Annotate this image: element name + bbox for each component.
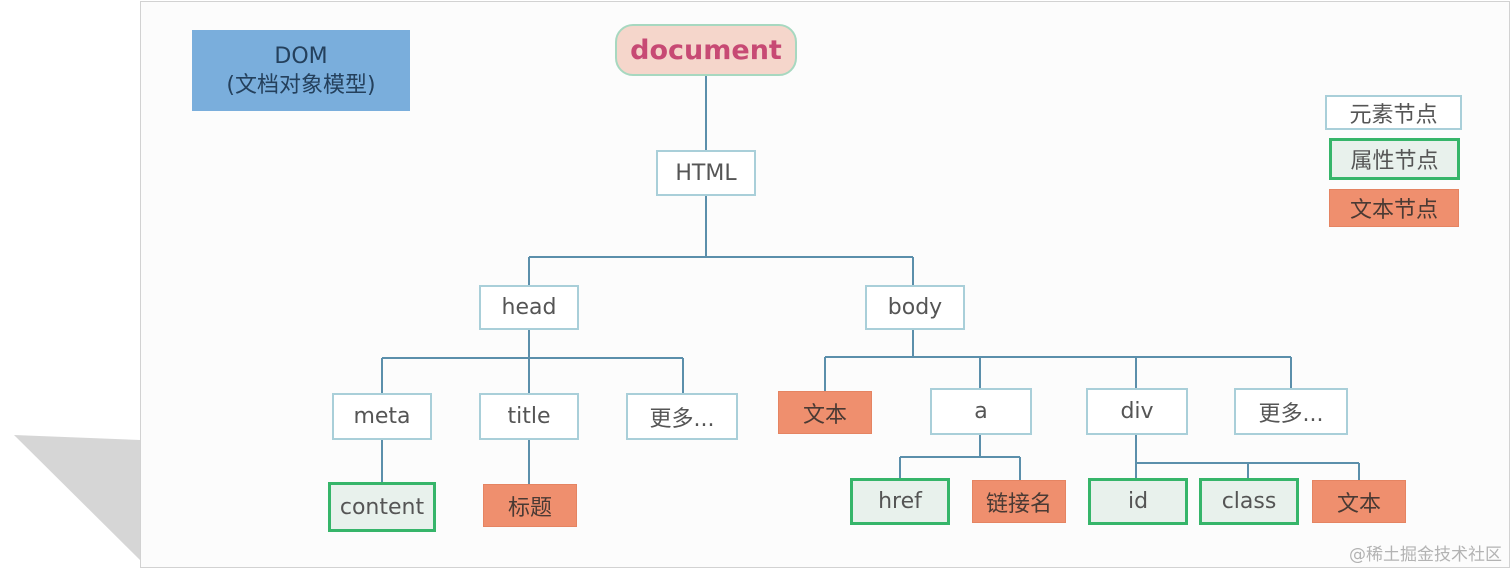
node-body: body	[865, 285, 965, 330]
legend-element-node: 元素节点	[1325, 95, 1462, 130]
node-title: title	[479, 393, 579, 440]
dom-title-line2: (文档对象模型)	[226, 72, 376, 98]
node-meta: meta	[332, 393, 432, 440]
node-body-text: 文本	[778, 391, 872, 434]
watermark: @稀土掘金技术社区	[1349, 545, 1502, 565]
node-div-text: 文本	[1312, 480, 1406, 523]
node-href: href	[850, 478, 950, 525]
node-document: document	[615, 24, 797, 76]
node-head: head	[479, 285, 579, 330]
legend-text-node: 文本节点	[1329, 189, 1459, 227]
node-title-text: 标题	[483, 484, 577, 527]
dom-title-line1: DOM	[274, 43, 328, 69]
node-html: HTML	[656, 150, 756, 196]
node-content: content	[328, 482, 436, 532]
legend-attribute-node: 属性节点	[1329, 138, 1460, 180]
node-head-more: 更多...	[626, 393, 738, 440]
node-div: div	[1086, 388, 1188, 435]
node-class: class	[1199, 478, 1299, 525]
node-a: a	[930, 388, 1032, 435]
node-link-name: 链接名	[972, 480, 1066, 523]
dom-title-box: DOM (文档对象模型)	[192, 30, 410, 111]
node-body-more: 更多...	[1234, 388, 1348, 435]
node-id: id	[1088, 478, 1188, 525]
